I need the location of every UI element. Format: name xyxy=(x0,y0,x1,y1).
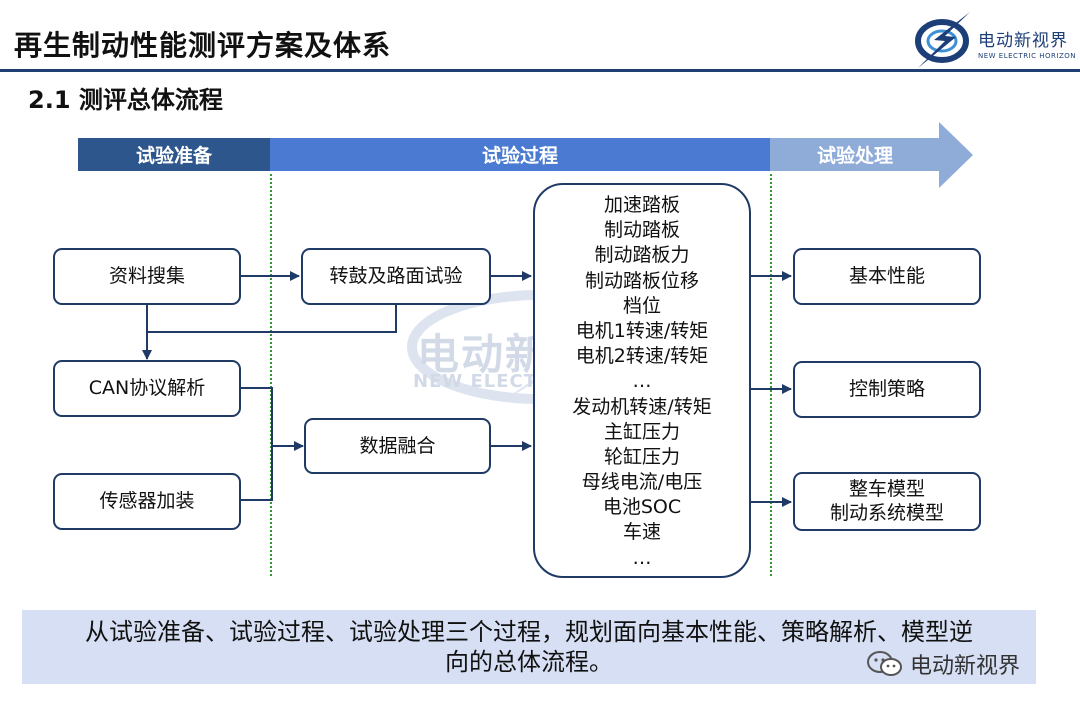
logo-text-en: NEW ELECTRIC HORIZON xyxy=(978,52,1076,60)
wechat-watermark: 电动新视界 xyxy=(866,650,1021,679)
phase-arrow-head xyxy=(939,122,973,188)
node-data-fusion: 数据融合 xyxy=(304,418,491,474)
parameter-item: 制动踏板位移 xyxy=(584,269,699,292)
lightning-globe-icon xyxy=(915,12,970,68)
wechat-account-label: 电动新视界 xyxy=(910,654,1021,679)
section-title: 2.1 测评总体流程 xyxy=(28,86,223,114)
parameter-item: 加速踏板 xyxy=(603,194,680,216)
node-basic-performance: 基本性能 xyxy=(793,248,981,305)
parameter-item: 发动机转速/转矩 xyxy=(572,395,712,418)
node-vehicle-model-label: 整车模型 xyxy=(848,477,925,500)
node-data-collection-label: 资料搜集 xyxy=(108,265,185,288)
node-models: 整车模型 制动系统模型 xyxy=(793,472,981,531)
phase-post-processing: 试验处理 xyxy=(770,138,940,171)
parameter-item: 电机1转速/转矩 xyxy=(575,319,709,342)
summary-line-2: 向的总体流程。 xyxy=(445,648,613,676)
brand-logo: 电动新视界 NEW ELECTRIC HORIZON xyxy=(912,10,1076,70)
title-divider xyxy=(0,69,1080,72)
node-drum-road-test-label: 转鼓及路面试验 xyxy=(329,265,463,288)
parameter-item: … xyxy=(632,546,652,569)
parameter-item: 制动踏板 xyxy=(603,219,680,242)
node-can-parsing-label: CAN协议解析 xyxy=(88,377,206,400)
page-title: 再生制动性能测评方案及体系 xyxy=(14,29,392,62)
node-control-strategy: 控制策略 xyxy=(793,361,981,418)
node-drum-road-test: 转鼓及路面试验 xyxy=(301,248,491,305)
parameter-item: 车速 xyxy=(622,521,661,544)
phase-preparation: 试验准备 xyxy=(78,138,270,171)
parameter-item: 主缸压力 xyxy=(603,420,680,443)
summary-line-1: 从试验准备、试验过程、试验处理三个过程，规划面向基本性能、策略解析、模型逆 xyxy=(85,618,973,646)
summary-box: 从试验准备、试验过程、试验处理三个过程，规划面向基本性能、策略解析、模型逆 向的… xyxy=(22,610,1036,684)
separator-prep-process xyxy=(270,174,272,576)
parameter-list: 加速踏板 制动踏板 制动踏板力 制动踏板位移 档位 电机1转速/转矩 电机2转速… xyxy=(533,183,751,578)
node-basic-performance-label: 基本性能 xyxy=(848,265,925,288)
parameter-item: 电机2转速/转矩 xyxy=(575,345,709,368)
node-can-parsing: CAN协议解析 xyxy=(53,360,241,417)
node-data-fusion-label: 数据融合 xyxy=(359,434,436,457)
separator-process-post xyxy=(770,174,772,576)
parameter-item: 制动踏板力 xyxy=(594,244,690,267)
node-braking-model-label: 制动系统模型 xyxy=(829,501,944,524)
parameter-item: 轮缸压力 xyxy=(603,445,680,468)
parameter-item: … xyxy=(632,370,652,393)
parameter-item: 母线电流/电压 xyxy=(581,471,703,494)
node-sensor-install: 传感器加装 xyxy=(53,473,241,530)
parameter-item: 电池SOC xyxy=(602,496,682,519)
phase-process: 试验过程 xyxy=(270,138,770,171)
logo-text-cn: 电动新视界 xyxy=(978,31,1068,51)
node-control-strategy-label: 控制策略 xyxy=(848,378,925,401)
node-sensor-install-label: 传感器加装 xyxy=(99,490,195,513)
parameter-item: 档位 xyxy=(622,294,661,317)
node-data-collection: 资料搜集 xyxy=(53,248,241,305)
wechat-icon xyxy=(867,651,902,676)
